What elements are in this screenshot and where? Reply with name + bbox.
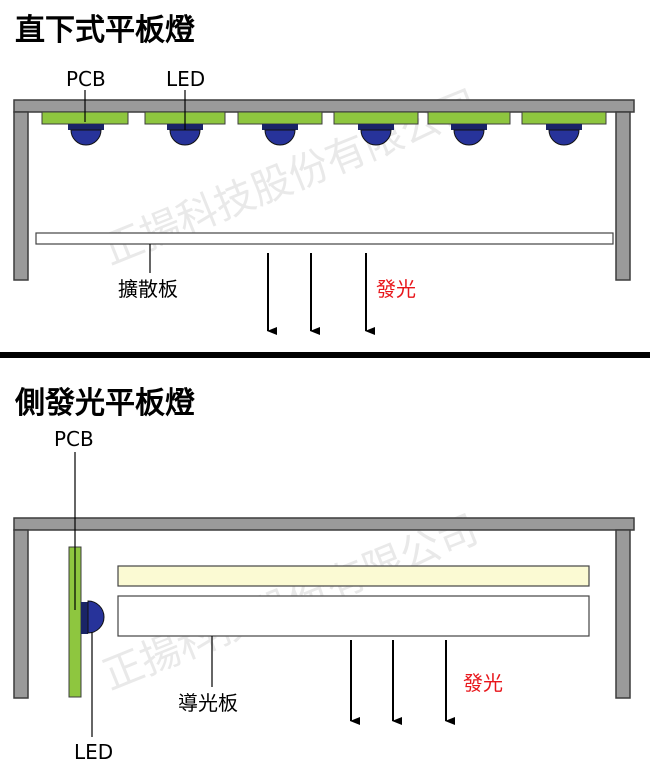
led-dome — [264, 129, 296, 146]
frame-right-leg — [615, 529, 631, 699]
edge-light-label: 發光 — [463, 671, 503, 695]
edge-led-dome — [87, 600, 105, 634]
pcb-strip — [237, 111, 323, 125]
frame-top-bar — [13, 99, 635, 113]
direct-led-array — [41, 111, 607, 146]
edge-lit-title: 側發光平板燈 — [14, 386, 195, 421]
pcb-strip — [521, 111, 607, 125]
diffuser-plate — [35, 232, 614, 245]
edge-light-arrows — [350, 640, 455, 725]
direct-pcb-label: PCB — [66, 67, 106, 91]
led-base — [358, 124, 394, 130]
edge-led-label: LED — [74, 740, 113, 764]
light-guide-label: 導光板 — [178, 691, 238, 715]
led-dome — [548, 129, 580, 146]
diffuser-label: 擴散板 — [118, 277, 178, 301]
frame-left-leg — [13, 529, 29, 699]
direct-lit-title: 直下式平板燈 — [15, 13, 195, 48]
led-base — [68, 124, 104, 130]
led-dome — [70, 129, 102, 146]
led-dome — [169, 129, 201, 146]
direct-light-label: 發光 — [376, 277, 416, 301]
direct-led-label: LED — [166, 67, 205, 91]
led-base — [262, 124, 298, 130]
direct-light-arrows — [267, 253, 375, 335]
led-dome — [453, 129, 485, 146]
edge-pcb-label: PCB — [54, 427, 94, 451]
direct-lit-frame — [13, 99, 635, 281]
pcb-strip — [333, 111, 419, 125]
pcb-strip — [427, 111, 511, 125]
reflector-sheet — [117, 565, 590, 587]
light-guide-plate — [117, 595, 590, 637]
led-base — [546, 124, 582, 130]
frame-top-bar — [13, 517, 635, 531]
led-base — [451, 124, 487, 130]
frame-right-leg — [615, 111, 631, 281]
edge-led-base — [81, 602, 88, 634]
frame-left-leg — [13, 111, 29, 281]
edge-lit-frame — [13, 517, 635, 699]
led-dome — [360, 129, 392, 146]
section-divider — [0, 352, 650, 358]
